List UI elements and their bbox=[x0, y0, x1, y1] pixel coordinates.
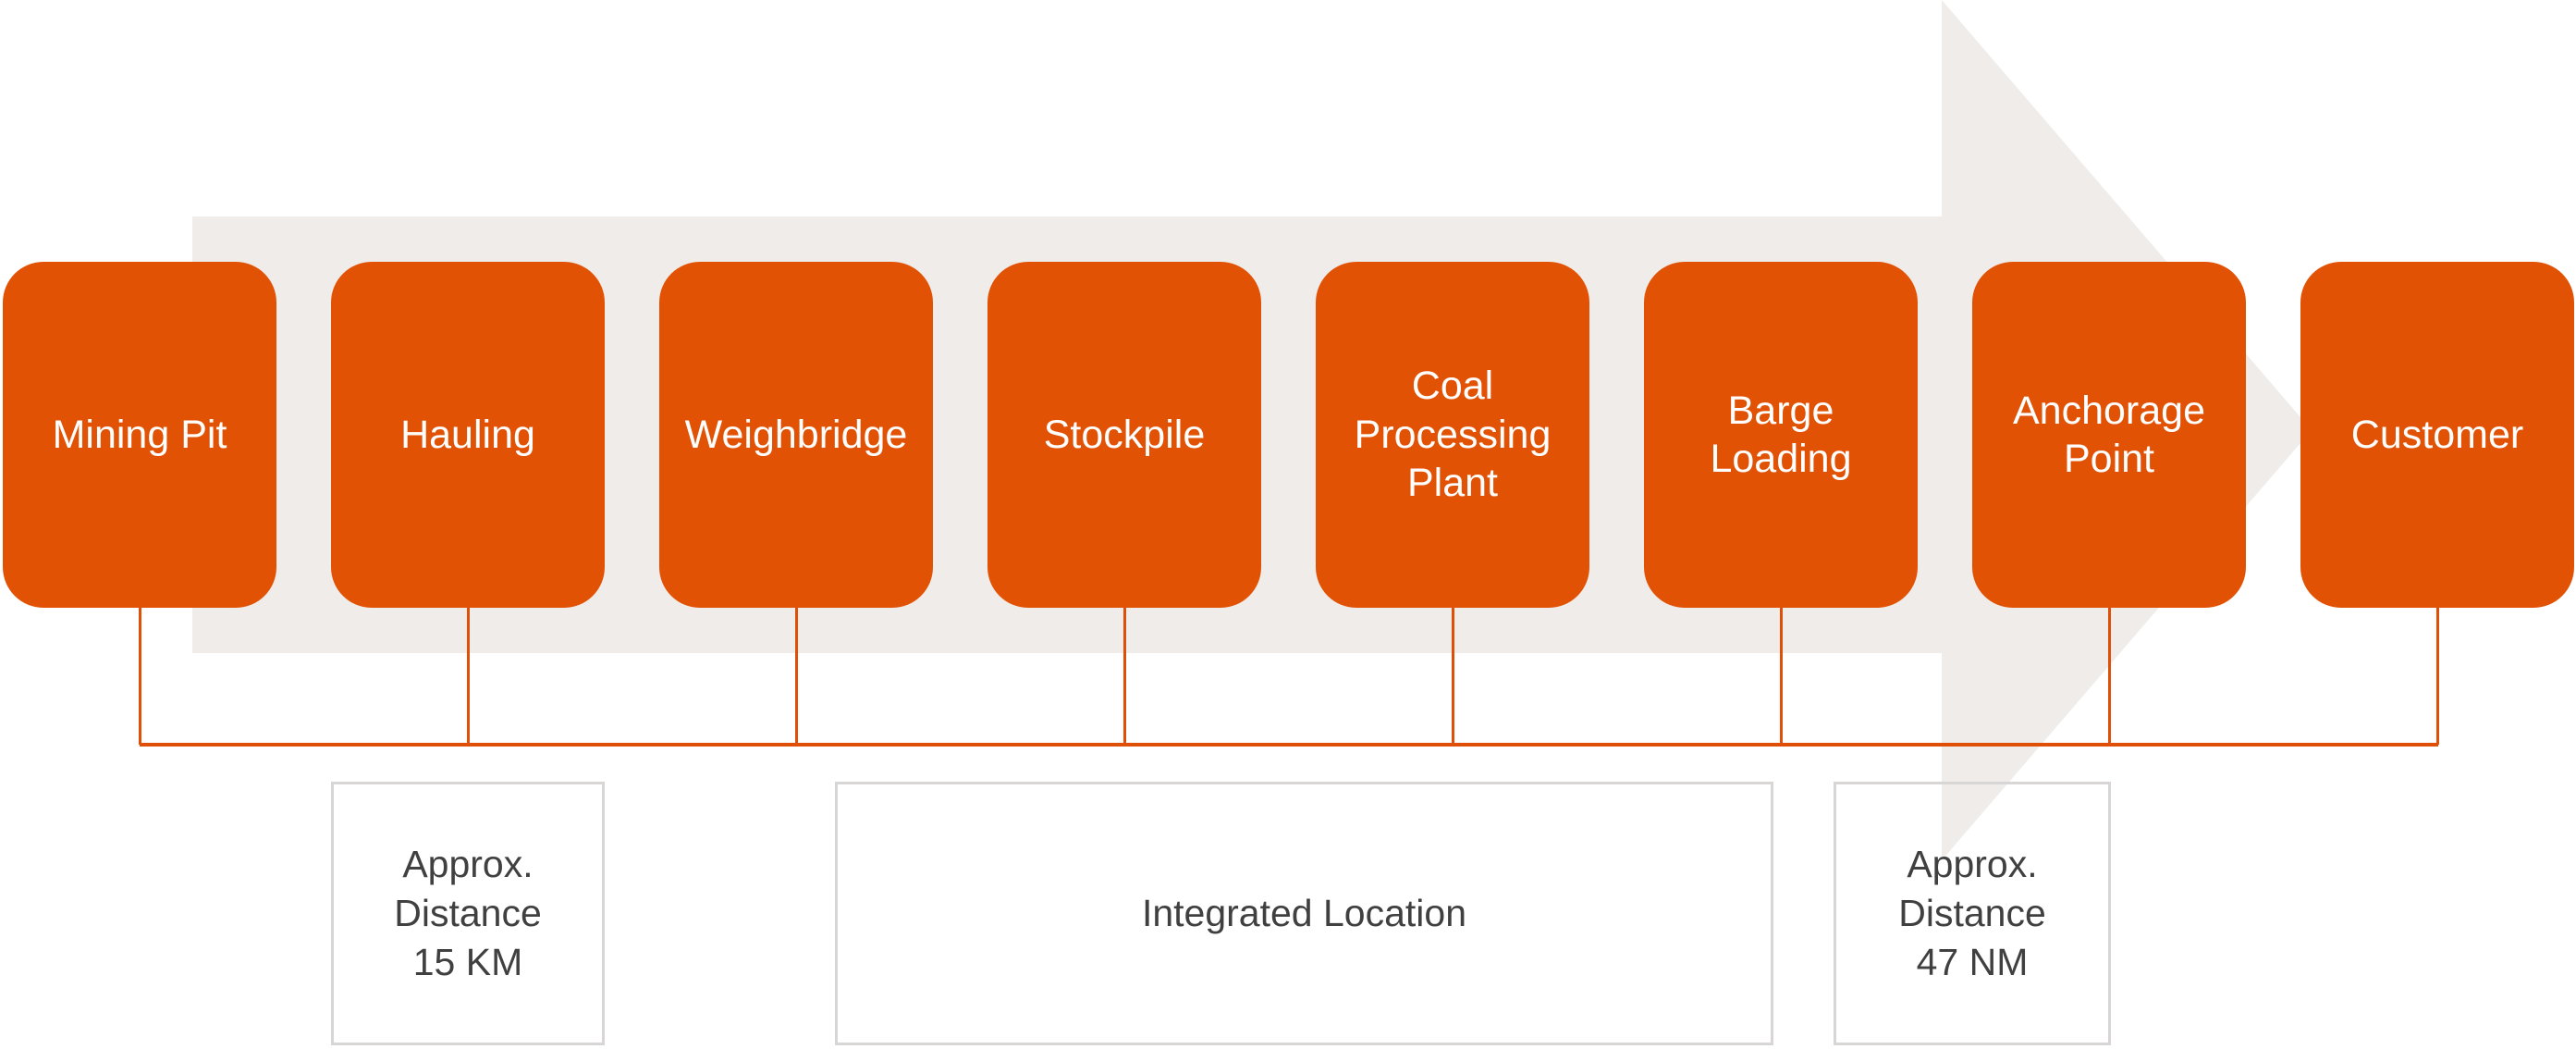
annotation-label: Approx. Distance 47 NM bbox=[1898, 842, 2046, 984]
connector-line-mining-pit bbox=[139, 606, 141, 745]
flow-step-label: Hauling bbox=[400, 412, 535, 457]
flow-step-label: Coal Processing Plant bbox=[1354, 364, 1552, 506]
annotation-label: Integrated Location bbox=[1141, 891, 1467, 934]
flow-step-anchorage-point: Anchorage Point bbox=[1972, 262, 2246, 608]
connector-line-weighbridge bbox=[795, 606, 798, 745]
flow-step-mining-pit: Mining Pit bbox=[3, 262, 276, 608]
flow-step-label: Anchorage Point bbox=[2013, 388, 2205, 481]
annotation-label: Approx. Distance 15 KM bbox=[394, 842, 542, 984]
connector-line-hauling bbox=[467, 606, 470, 745]
flow-step-stockpile: Stockpile bbox=[987, 262, 1261, 608]
flow-step-coal-processing-plant: Coal Processing Plant bbox=[1316, 262, 1589, 608]
connector-horizontal-line bbox=[140, 743, 2438, 747]
connector-line-barge-loading bbox=[1780, 606, 1783, 745]
flow-step-label: Mining Pit bbox=[52, 412, 227, 457]
annotation-box-distance-47nm: Approx. Distance 47 NM bbox=[1834, 782, 2111, 1045]
flow-step-hauling: Hauling bbox=[331, 262, 605, 608]
connector-line-customer bbox=[2436, 606, 2439, 745]
annotation-box-distance-15km: Approx. Distance 15 KM bbox=[331, 782, 605, 1045]
connector-line-coal-processing-plant bbox=[1452, 606, 1454, 745]
flow-step-weighbridge: Weighbridge bbox=[659, 262, 933, 608]
flow-step-customer: Customer bbox=[2300, 262, 2574, 608]
flow-step-barge-loading: Barge Loading bbox=[1644, 262, 1918, 608]
flow-step-label: Stockpile bbox=[1043, 412, 1206, 457]
flow-step-label: Barge Loading bbox=[1710, 388, 1852, 481]
flow-step-label: Weighbridge bbox=[684, 412, 908, 457]
annotation-box-integrated-location: Integrated Location bbox=[835, 782, 1773, 1045]
flow-step-label: Customer bbox=[2350, 412, 2524, 457]
connector-line-stockpile bbox=[1123, 606, 1126, 745]
connector-line-anchorage-point bbox=[2108, 606, 2111, 745]
